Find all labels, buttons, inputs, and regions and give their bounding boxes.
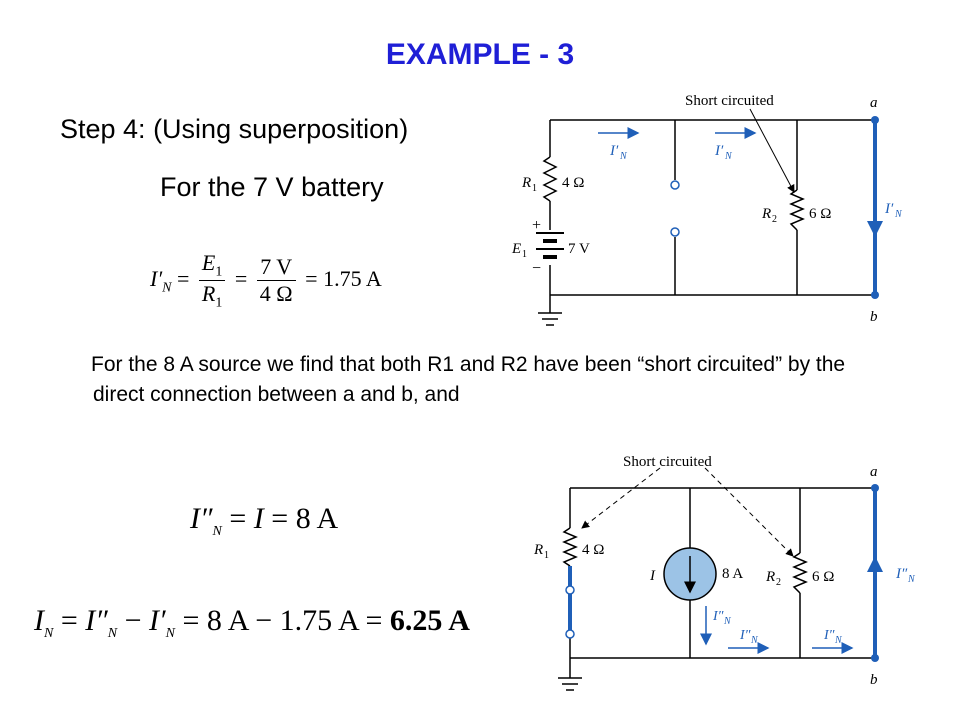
eq1-lhs-sub: N — [162, 280, 172, 296]
circuit1-e1-value: 7 V — [568, 241, 590, 257]
equation-norton-current: IN = I″N − I′N = 8 A − 1.75 A = 6.25 A — [34, 604, 470, 641]
circuit2-annotation: Short circuited — [623, 454, 712, 470]
eq3-value2: 1.75 A — [279, 604, 358, 637]
eq2-mid: I — [253, 502, 264, 535]
circuit2-annotation-arrow-left — [581, 467, 661, 529]
circuit2-terminal-top — [565, 585, 575, 595]
circuit2-current-label-2: I″ — [739, 628, 751, 643]
circuit1-r1-value: 4 Ω — [562, 175, 584, 191]
circuit2-node-a-dot — [871, 484, 879, 492]
step-heading: Step 4: (Using superposition) — [60, 114, 409, 144]
circuit2-current-sub-2: N — [750, 635, 759, 646]
circuit1-wires — [549, 119, 875, 296]
eq3-term1: I″ — [85, 604, 108, 637]
circuit1-current-sub-1: N — [619, 151, 628, 162]
circuit2-r2-value: 6 Ω — [812, 569, 834, 585]
circuit2-node-a: a — [870, 464, 878, 480]
eq1-fraction-symbolic: E1 R1 — [198, 250, 226, 312]
circuit1-node-a-dot — [871, 116, 879, 124]
circuit1-e1-sub: 1 — [522, 249, 527, 260]
eq1-num1-sub: 1 — [215, 264, 223, 280]
circuit1-plus: + — [532, 217, 541, 234]
eq1-den2: 4 Ω — [259, 281, 293, 307]
eq3-term1-sub: N — [107, 626, 118, 641]
circuit2-source-name: I — [649, 568, 656, 584]
circuit1-open-terminal-top — [670, 180, 680, 190]
eq1-den1-sub: 1 — [215, 295, 223, 311]
circuit2-current-sub-4: N — [907, 574, 916, 585]
eq1-lhs: I′ — [150, 265, 163, 291]
circuit2-r2-sub: 2 — [776, 577, 781, 588]
paragraph-text: For the 8 A source we find that both R1 … — [91, 353, 846, 406]
eq1-num1: E — [201, 250, 216, 275]
eq1-num2: 7 V — [256, 254, 296, 282]
circuit1-battery — [536, 232, 564, 259]
circuit1-e1-name: E — [511, 241, 521, 257]
page-title: EXAMPLE - 3 — [385, 38, 575, 71]
circuit2-current-label-3: I″ — [823, 628, 835, 643]
circuit1-ground — [538, 295, 562, 326]
circuit1-current-label-3: I′ — [884, 201, 894, 217]
eq3-term2-sub: N — [165, 626, 175, 641]
circuit2-terminal-bottom — [565, 629, 575, 639]
circuit2-ground — [558, 658, 582, 691]
eq1-result: 1.75 A — [323, 265, 382, 291]
circuit1-node-a: a — [870, 95, 878, 111]
circuit1-annotation: Short circuited — [685, 93, 774, 109]
circuit1-open-terminal-bottom — [670, 227, 680, 237]
circuit2-current-sub-3: N — [834, 635, 843, 646]
circuit2-r2-resistor — [792, 552, 808, 594]
equation-battery-current: I′N = E1 R1 = 7 V 4 Ω = 1.75 A — [150, 250, 382, 312]
circuit1-current-sub-3: N — [894, 209, 903, 220]
circuit2-current-label-1: I″ — [712, 609, 724, 624]
circuit1-r1-sub: 1 — [532, 183, 537, 194]
eq1-fraction-numeric: 7 V 4 Ω — [256, 254, 296, 307]
circuit1-r2-sub: 2 — [772, 214, 777, 225]
circuit2-source-value: 8 A — [722, 566, 743, 582]
eq2-lhs-sub: N — [212, 524, 222, 539]
circuit1-r2-name: R — [761, 206, 771, 222]
eq1-den1: R — [201, 281, 216, 307]
eq3-term2: I′ — [149, 604, 166, 637]
circuit2-r1-resistor — [562, 527, 578, 567]
eq2-lhs: I″ — [190, 502, 213, 535]
circuit2-current-label-4: I″ — [895, 566, 908, 582]
eq3-lhs: I — [34, 604, 44, 637]
circuit1-current-sub-2: N — [724, 151, 733, 162]
circuit1-node-b: b — [870, 309, 878, 325]
circuit1-minus: − — [532, 260, 541, 277]
circuit2-current-sub-1: N — [723, 616, 732, 627]
circuit1-node-b-dot — [871, 291, 879, 299]
circuit1-r1-name: R — [521, 175, 531, 191]
circuit2-annotation-arrow-right — [704, 467, 794, 557]
circuit1-r2-value: 6 Ω — [809, 206, 831, 222]
eq3-lhs-sub: N — [44, 626, 54, 641]
circuit2-r1-value: 4 Ω — [582, 542, 604, 558]
circuit-diagram-battery: Short circuited a b R 1 4 Ω R 2 6 Ω E 1 … — [511, 93, 903, 326]
circuit2-node-b-dot — [871, 654, 879, 662]
circuit2-r1-name: R — [533, 542, 543, 558]
explanation-paragraph: For the 8 A source we find that both R1 … — [91, 350, 893, 410]
sub-heading: For the 7 V battery — [160, 172, 384, 202]
circuit1-current-label-2: I′ — [714, 143, 724, 159]
eq3-result: 6.25 A — [389, 604, 470, 637]
equation-source-current: I″N = I = 8 A — [190, 502, 339, 539]
circuit2-wires — [569, 487, 875, 659]
eq2-result: 8 A — [295, 502, 339, 535]
eq3-value1: 8 A — [206, 604, 248, 637]
circuit1-current-label-1: I′ — [609, 143, 619, 159]
circuit1-annotation-arrow — [749, 108, 795, 193]
circuit-diagram-current-source: Short circuited a b R 1 4 Ω R 2 6 Ω I 8 … — [533, 454, 916, 691]
circuit2-r1-sub: 1 — [544, 550, 549, 561]
circuit2-r2-name: R — [765, 569, 775, 585]
circuit1-r2-resistor — [789, 189, 805, 231]
circuit2-node-b: b — [870, 672, 878, 688]
circuit1-r1-resistor — [542, 156, 558, 202]
